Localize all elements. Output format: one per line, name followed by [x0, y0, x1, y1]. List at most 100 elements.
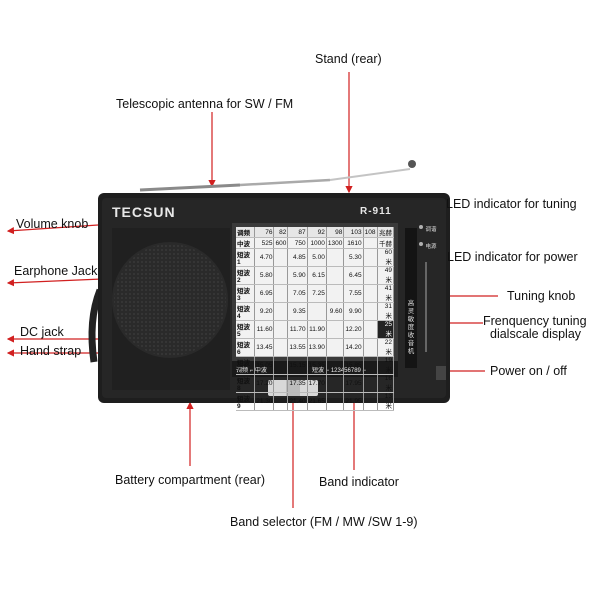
dial-cell: 千赫	[377, 237, 395, 249]
led-label-tuning: 调谐	[425, 227, 437, 233]
dial-cell: 17.35	[287, 374, 308, 393]
dial-cell: 25米	[377, 320, 395, 339]
label-dc-jack: DC jack	[20, 325, 64, 339]
dial-cell: 76	[254, 227, 275, 238]
brand-logo: TECSUN	[112, 204, 176, 220]
side-text: 高灵敏度收音机	[407, 300, 415, 355]
dial-cell	[363, 338, 378, 357]
dial-cell: 短波6	[236, 338, 256, 357]
dial-cell: 13.45	[254, 338, 275, 357]
dial-cell: 15.85	[343, 356, 364, 375]
dial-cell: 17.20	[254, 374, 275, 393]
power-switch	[436, 366, 446, 380]
dial-cell	[363, 284, 378, 303]
dial-cell: 11.60	[254, 320, 275, 339]
dial-cell: 中波	[236, 237, 256, 249]
dial-cell: 短波1	[236, 248, 256, 267]
earphone-arrow	[6, 278, 103, 287]
dial-cell: 6.45	[343, 266, 364, 285]
dial-cell	[273, 338, 289, 357]
label-antenna: Telescopic antenna for SW / FM	[116, 97, 294, 111]
dial-cell	[273, 374, 289, 393]
dial-cell	[273, 302, 289, 321]
dial-cell	[326, 392, 345, 411]
label-tuning-knob: Tuning knob	[507, 289, 576, 303]
dial-cell: 5.00	[307, 248, 327, 267]
dial-cell	[273, 320, 289, 339]
dial-cell: 4.70	[254, 248, 275, 267]
label-band-indicator: Band indicator	[319, 475, 399, 489]
dial-cell: 9.90	[343, 302, 364, 321]
dial-cell: 11.90	[307, 320, 327, 339]
dial-cell	[363, 302, 378, 321]
dial-cell	[307, 302, 327, 321]
label-battery: Battery compartment (rear)	[115, 473, 266, 487]
dial-cell: 15.15	[287, 356, 308, 375]
dial-cell: 9.20	[254, 302, 275, 321]
dial-cell	[273, 266, 289, 285]
dial-cell	[326, 320, 345, 339]
dial-cell: 1300	[326, 237, 345, 249]
dial-cell: 15.35	[307, 356, 327, 375]
dial-cell: 92	[307, 227, 327, 238]
dial-cell	[363, 356, 378, 375]
dial-cell: 短波3	[236, 284, 256, 303]
dial-cell: 17.95	[343, 374, 364, 393]
dial-cell: 13米	[377, 392, 395, 411]
dial-cell: 17.70	[307, 374, 327, 393]
dial-cell: 12.20	[343, 320, 364, 339]
dial-cell: 82	[273, 227, 289, 238]
dial-cell: 49米	[377, 266, 395, 285]
dial-cell: 短波7	[236, 356, 256, 375]
dial-cell: 6.95	[254, 284, 275, 303]
label-led-power: LED indicator for power	[447, 250, 578, 264]
hand-strap	[88, 288, 104, 363]
dial-cell: 兆赫	[377, 227, 395, 238]
dial-cell: 短波8	[236, 374, 256, 393]
dial-cell: 6.15	[307, 266, 327, 285]
dial-cell: 短波2	[236, 266, 256, 285]
dial-cell: 15.05	[254, 356, 275, 375]
label-stand: Stand (rear)	[315, 52, 382, 66]
dial-cell	[326, 248, 345, 267]
label-led-tuning: LED indicator for tuning	[446, 197, 577, 211]
dial-cell: 短波5	[236, 320, 256, 339]
label-volume-knob: Volume knob	[16, 217, 89, 231]
dial-cell	[363, 266, 378, 285]
dial-cell: 750	[287, 237, 308, 249]
dial-cell: 108	[363, 227, 378, 238]
dial-cell: 21.40	[287, 392, 308, 411]
dial-cell: 21.95	[343, 392, 364, 411]
dial-cell	[326, 284, 345, 303]
dial-cell: 14.20	[343, 338, 364, 357]
label-earphone-jack: Earphone Jack	[14, 264, 98, 278]
dial-cell: 87	[287, 227, 308, 238]
model-label: R-911	[360, 206, 392, 217]
led-label-power: 电源	[425, 244, 437, 250]
dial-cell	[273, 284, 289, 303]
dial-cell	[363, 374, 378, 393]
dial-cell	[326, 356, 345, 375]
tuning-led	[419, 225, 423, 229]
dial-cell: 525	[254, 237, 275, 249]
dial-cell: 41米	[377, 284, 395, 303]
dial-cell: 19米	[377, 356, 395, 375]
dial-cell	[363, 237, 378, 249]
dial-cell: 31米	[377, 302, 395, 321]
dial-cell: 1610	[343, 237, 364, 249]
dial-cell: 600	[273, 237, 289, 249]
label-dial-line-1: Frenquency tuning	[483, 314, 587, 328]
dial-cell: 5.90	[287, 266, 308, 285]
dial-cell: 9.35	[287, 302, 308, 321]
dial-cell: 5.80	[254, 266, 275, 285]
dial-cell: 1000	[307, 237, 327, 249]
